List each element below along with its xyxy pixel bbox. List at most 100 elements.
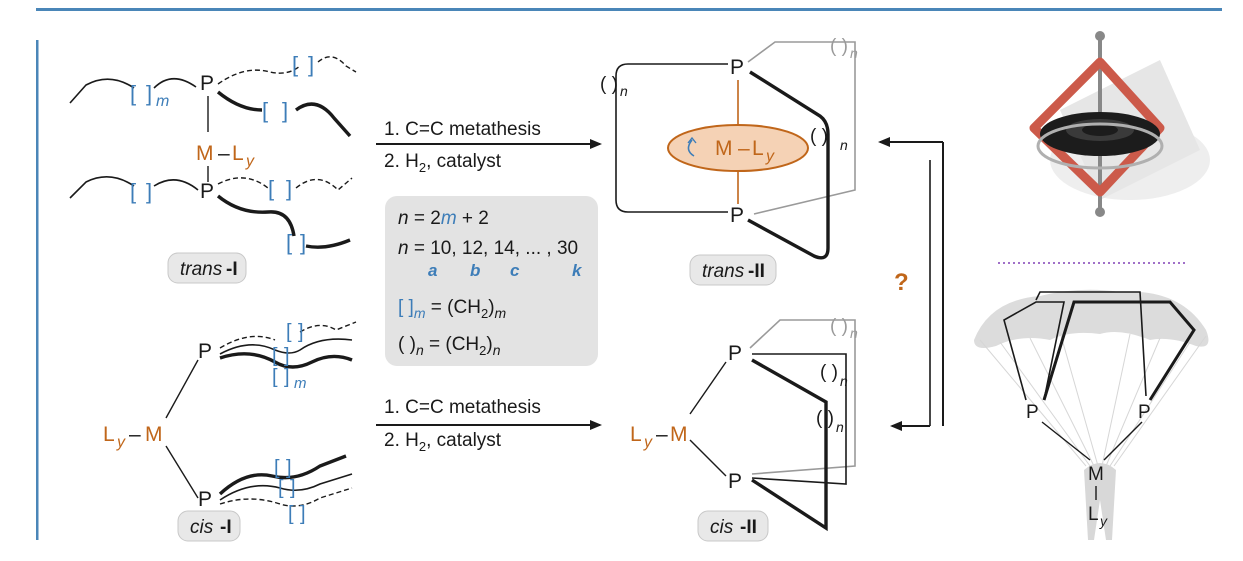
metal-M: M xyxy=(1088,464,1104,485)
ligand-y: y xyxy=(1099,513,1108,529)
metal-M: M xyxy=(715,137,733,160)
phosphorus-top: P xyxy=(200,72,214,95)
bracket-square-left: [ xyxy=(288,503,294,525)
bracket-square-left: [ xyxy=(130,81,136,106)
series-letter-b: b xyxy=(470,261,480,280)
phosphorus-left: P xyxy=(1026,402,1039,423)
bracket-square-right: ] xyxy=(284,345,290,367)
bracket-round: ( ) xyxy=(820,362,838,383)
phosphorus-right: P xyxy=(1138,402,1151,423)
svg-text:trans: trans xyxy=(702,261,745,282)
subscript-m: m xyxy=(294,375,307,392)
subscript-m: m xyxy=(156,93,169,110)
ligand-L: L xyxy=(1088,504,1099,525)
isomerization-arrows: ? xyxy=(878,137,944,431)
svg-text:-II: -II xyxy=(748,261,765,282)
phosphorus-bottom: P xyxy=(198,488,212,511)
svg-text:1. C=C metathesis: 1. C=C metathesis xyxy=(384,119,541,140)
label-cis-II: cis -II xyxy=(697,510,769,542)
label-trans-I: trans -I xyxy=(167,252,247,284)
bond-dash: – xyxy=(738,137,750,160)
bracket-square-left: [ xyxy=(278,477,284,499)
bracket-square-right: ] xyxy=(284,366,290,388)
bracket-round: ( ) xyxy=(816,408,834,429)
top-rule xyxy=(36,8,1222,11)
ligand-L: L xyxy=(752,137,764,160)
svg-text:n: n xyxy=(840,373,848,389)
ligand-y: y xyxy=(643,434,653,451)
phosphorus-top: P xyxy=(198,340,212,363)
ligand-L: L xyxy=(103,423,115,446)
ligand-L: L xyxy=(232,142,244,165)
svg-text:trans: trans xyxy=(180,259,223,280)
bracket-square-left: [ xyxy=(274,457,280,479)
ligand-y: y xyxy=(116,434,126,451)
definition-m: [ ]m = (CH2)m xyxy=(398,297,507,321)
bracket-square-right: ] xyxy=(146,81,152,106)
bracket-square-right: ] xyxy=(146,179,152,204)
reaction-arrow-top: 1. C=C metathesis 2. H2, catalyst xyxy=(376,119,602,175)
svg-text:-II: -II xyxy=(740,517,757,538)
label-cis-I: cis -I xyxy=(177,510,241,542)
svg-text:2. H2, catalyst: 2. H2, catalyst xyxy=(384,151,502,175)
bond-dash: – xyxy=(129,423,141,446)
bracket-square-right: ] xyxy=(290,477,296,499)
left-rule xyxy=(36,40,39,540)
equation-n-m: n = 2m + 2 xyxy=(398,208,489,229)
svg-text:n: n xyxy=(850,325,858,341)
bracket-round-grey: ( ) xyxy=(830,316,848,337)
bracket-square-left: [ xyxy=(130,179,136,204)
bracket-square-right: ] xyxy=(308,52,314,77)
phosphorus-bottom: P xyxy=(200,180,214,203)
ligand-y: y xyxy=(765,148,775,165)
bond-dash: – xyxy=(218,142,230,165)
series-letter-a: a xyxy=(428,261,437,280)
metal-M: M xyxy=(196,142,214,165)
bracket-square-left: [ xyxy=(272,345,278,367)
cis-II-structure: ( ) n ( ) n ( ) n P P L y – M xyxy=(630,316,858,532)
svg-text:n: n xyxy=(840,137,848,153)
svg-text:n: n xyxy=(620,83,628,99)
bond-dash: – xyxy=(656,423,668,446)
info-box: n = 2m + 2 n = 10, 12, 14, ... , 30 a b … xyxy=(385,196,598,366)
equation-n-values: n = 10, 12, 14, ... , 30 xyxy=(398,238,578,259)
reaction-arrow-bottom: 1. C=C metathesis 2. H2, catalyst xyxy=(376,397,602,454)
phosphorus-top: P xyxy=(728,342,742,365)
svg-text:n: n xyxy=(836,419,844,435)
bracket-round-grey: ( ) xyxy=(830,36,848,57)
bracket-round: ( ) xyxy=(600,74,618,95)
bracket-square-right: ] xyxy=(286,176,292,201)
series-letter-k: k xyxy=(572,261,583,280)
bracket-square-right: ] xyxy=(300,230,306,255)
bracket-square-right: ] xyxy=(282,98,288,123)
gyroscope-image xyxy=(1029,31,1210,217)
trans-I-structure: [ ] m P [ ] [ ] M – L y P [ ] [ ] xyxy=(69,52,357,255)
question-mark: ? xyxy=(894,269,909,296)
definition-n: ( )n = (CH2)n xyxy=(398,334,501,358)
bracket-square-left: [ xyxy=(262,98,268,123)
svg-text:-I: -I xyxy=(226,259,238,280)
parachute-image: P P M L y xyxy=(974,289,1209,540)
trans-II-structure: ( ) n ( ) n ( ) n P P M – L y xyxy=(600,36,858,260)
svg-text:-I: -I xyxy=(220,517,232,538)
label-trans-II: trans -II xyxy=(689,254,777,286)
phosphorus-top: P xyxy=(730,56,744,79)
metal-M: M xyxy=(670,423,688,446)
svg-text:2. H2, catalyst: 2. H2, catalyst xyxy=(384,430,502,454)
metal-M: M xyxy=(145,423,163,446)
bracket-square-right: ] xyxy=(298,321,304,343)
bracket-square-left: [ xyxy=(286,321,292,343)
ligand-L: L xyxy=(630,423,642,446)
svg-text:cis: cis xyxy=(190,517,214,538)
bracket-square-left: [ xyxy=(268,176,274,201)
svg-text:1. C=C metathesis: 1. C=C metathesis xyxy=(384,397,541,418)
phosphorus-bottom: P xyxy=(728,470,742,493)
bracket-square-left: [ xyxy=(272,366,278,388)
bracket-square-left: [ xyxy=(286,230,292,255)
bracket-square-right: ] xyxy=(300,503,306,525)
ligand-y: y xyxy=(245,153,255,170)
svg-text:cis: cis xyxy=(710,517,734,538)
bracket-square-left: [ xyxy=(292,52,298,77)
bracket-round: ( ) xyxy=(810,126,828,147)
